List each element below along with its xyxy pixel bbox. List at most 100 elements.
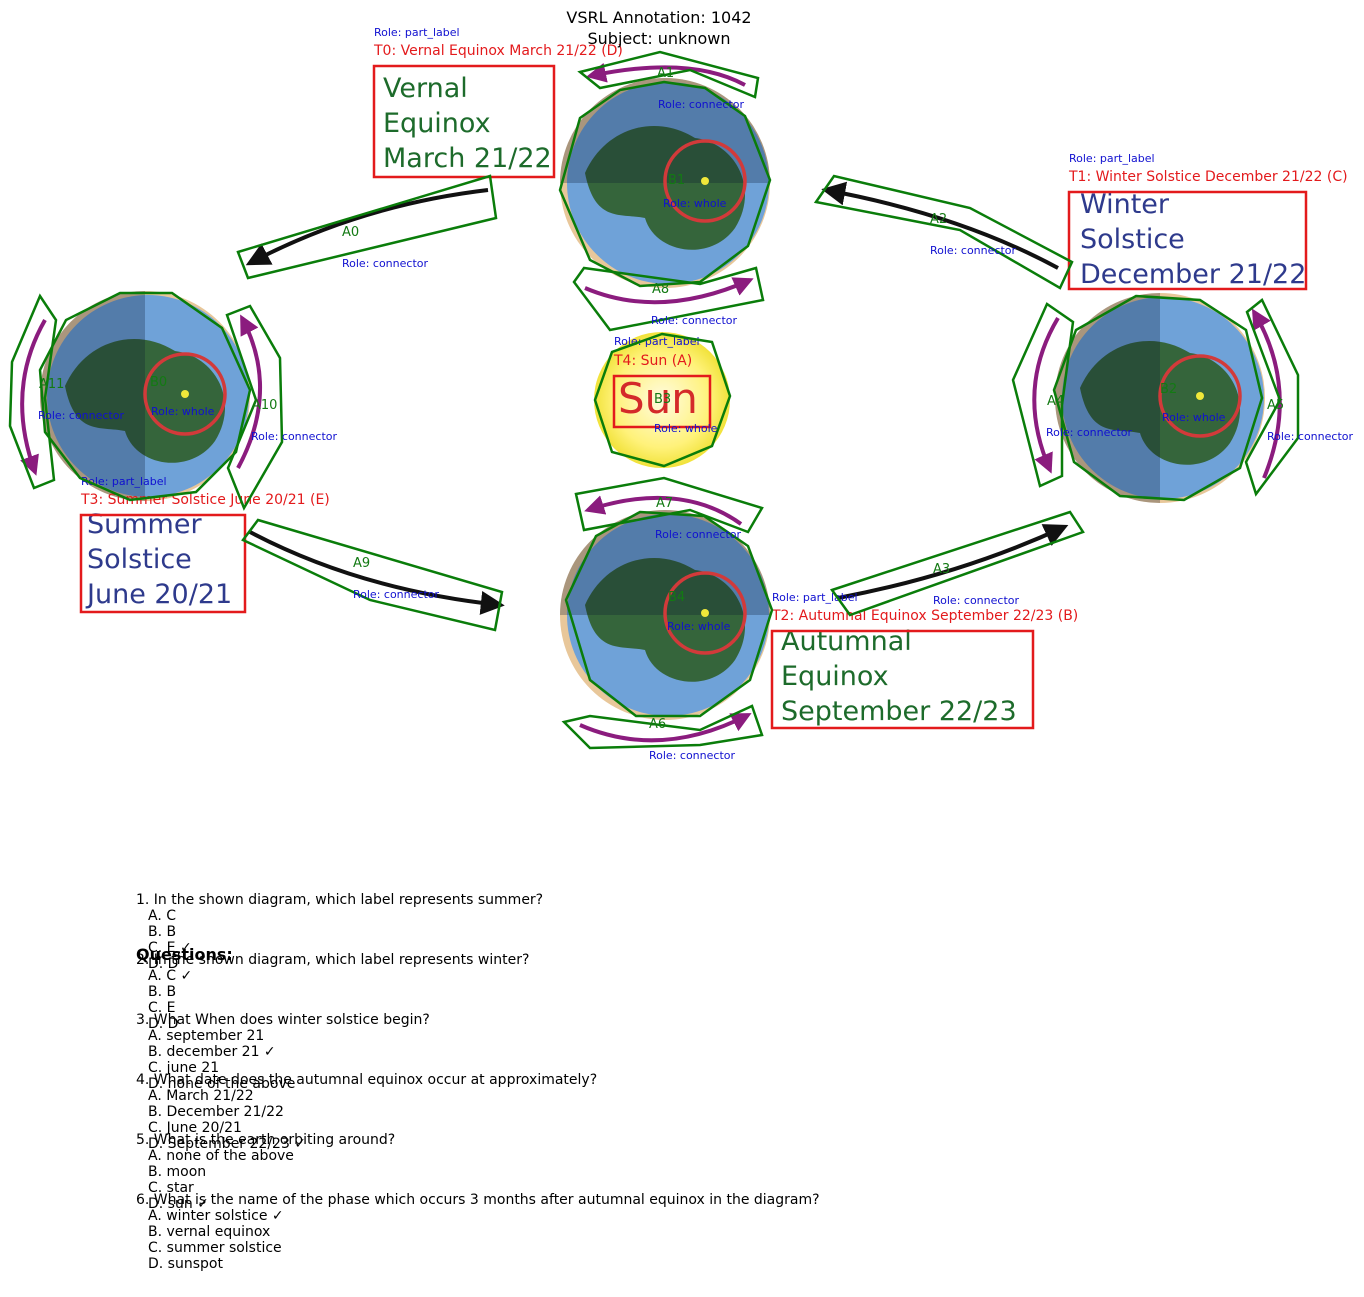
blob-id-text: B3 [654, 392, 671, 407]
arrow-outline [572, 266, 765, 332]
arrow-role-text: Role: connector [658, 98, 744, 111]
arrow-role-text: Role: connector [655, 528, 741, 541]
answer-option: C. star [148, 1180, 194, 1196]
label-title-text: T0: Vernal Equinox March 21/22 (D) [373, 43, 623, 59]
arrow-outline [577, 50, 760, 99]
answer-option: D. none of the above [148, 1076, 296, 1092]
question-block: 5. What is the earth orbiting around?A. … [136, 1132, 395, 1212]
arrow-id-text: A9 [353, 556, 370, 571]
north-pole-dot [1196, 392, 1204, 400]
question-text: 2. In the shown diagram, which label rep… [136, 952, 530, 968]
rotation-arrow [579, 713, 752, 743]
annotation-title: VSRL Annotation: 1042 [566, 8, 752, 27]
blob-outline [558, 80, 772, 288]
answer-option: C. june 21 [148, 1060, 220, 1076]
north-pole-dot [701, 177, 709, 185]
arctic-circle [663, 139, 747, 223]
label-image-line: Summer [87, 509, 202, 540]
blob-outline [564, 510, 774, 718]
arrow-id-text: A10 [252, 398, 277, 413]
answer-option: D. D [148, 1016, 179, 1032]
sun-disc [594, 332, 730, 468]
earth-globe [560, 78, 770, 288]
rotation-arrow [586, 62, 746, 87]
answer-option: A. winter solstice ✓ [148, 1208, 284, 1224]
orbit-arrow [249, 530, 505, 615]
earth-night-side [40, 291, 145, 501]
arrow-id-text: A3 [933, 562, 950, 577]
label-image-line: Equinox [383, 108, 491, 139]
arrow-outline [813, 174, 1074, 290]
label-title-text: T2: Autumnal Equinox September 22/23 (B) [771, 608, 1078, 624]
answer-option: C. E [148, 1000, 176, 1016]
arrow-role-text: Role: connector [1046, 426, 1132, 439]
answer-option: B. vernal equinox [148, 1224, 271, 1240]
arrow-outline [236, 174, 498, 280]
answer-option: B. December 21/22 [148, 1104, 284, 1120]
blob-role-text: Role: whole [654, 422, 718, 435]
answer-option: C. June 20/21 [148, 1120, 242, 1136]
question-text: 6. What is the name of the phase which o… [136, 1192, 820, 1208]
question-text: 4. What date does the autumnal equinox o… [136, 1072, 598, 1088]
arctic-circle [663, 571, 747, 655]
blob-role-text: Role: whole [1162, 411, 1226, 424]
arrow-id-text: A0 [342, 225, 359, 240]
north-pole-dot [181, 390, 189, 398]
label-title-text: T1: Winter Solstice December 21/22 (C) [1068, 169, 1348, 185]
arrow-role-text: Role: connector [651, 314, 737, 327]
earth-night-side [560, 510, 770, 615]
arrow-outline [8, 293, 58, 490]
blob-id-text: B4 [668, 590, 685, 605]
answer-option: B. B [148, 984, 177, 1000]
arrow-outline [1244, 298, 1300, 497]
arrow-id-text: A6 [649, 717, 666, 732]
earth-night-side [560, 78, 770, 183]
question-block: 2. In the shown diagram, which label rep… [136, 952, 529, 1032]
arrow-id-text: A11 [39, 377, 64, 392]
orbit-arrow [837, 524, 1069, 600]
answer-option: A. C [148, 908, 177, 924]
arrow-outline [241, 518, 504, 632]
arrow-id-text: A7 [656, 496, 673, 511]
arctic-circle [143, 352, 227, 436]
label-image-line: June 20/21 [85, 579, 232, 610]
label-image-line: Sun [618, 374, 698, 423]
questions-heading: Questions: [136, 945, 233, 964]
subject-line: Subject: unknown [587, 29, 731, 48]
arrow-outline [225, 304, 284, 511]
label-image-line: Solstice [87, 544, 192, 575]
label-bounding-box [1067, 190, 1308, 291]
blob-id-text: B0 [150, 375, 167, 390]
question-text: 1. In the shown diagram, which label rep… [136, 892, 544, 908]
answer-option: A. september 21 [148, 1028, 265, 1044]
answer-option: B. moon [148, 1164, 207, 1180]
label-title-text: T4: Sun (A) [613, 353, 692, 369]
answer-option: D. September 22/23 ✓ [148, 1136, 307, 1152]
label-role-text: Role: part_label [374, 26, 460, 39]
rotation-arrow [584, 495, 743, 526]
label-image-line: Vernal [383, 73, 468, 104]
earth-night-side [1055, 293, 1160, 503]
earth-globe [40, 291, 250, 501]
answer-option: C. summer solstice [148, 1240, 282, 1256]
arrow-id-text: A8 [652, 282, 669, 297]
arrow-outline [561, 704, 764, 750]
blob-outline [593, 332, 732, 468]
blob-outline [38, 291, 252, 502]
label-image-line: September 22/23 [781, 696, 1017, 727]
arrow-role-text: Role: connector [649, 749, 735, 762]
label-bounding-box [372, 64, 556, 179]
arrow-role-text: Role: connector [1267, 430, 1353, 443]
label-image-line: Equinox [781, 661, 889, 692]
arrow-outline [1011, 302, 1075, 488]
question-block: 1. In the shown diagram, which label rep… [136, 892, 543, 972]
label-role-text: Role: part_label [772, 591, 858, 604]
label-bounding-box [79, 513, 247, 614]
blob-role-text: Role: whole [151, 405, 215, 418]
arrow-role-text: Role: connector [342, 257, 428, 270]
arrow-role-text: Role: connector [930, 244, 1016, 257]
answer-option: A. March 21/22 [148, 1088, 254, 1104]
